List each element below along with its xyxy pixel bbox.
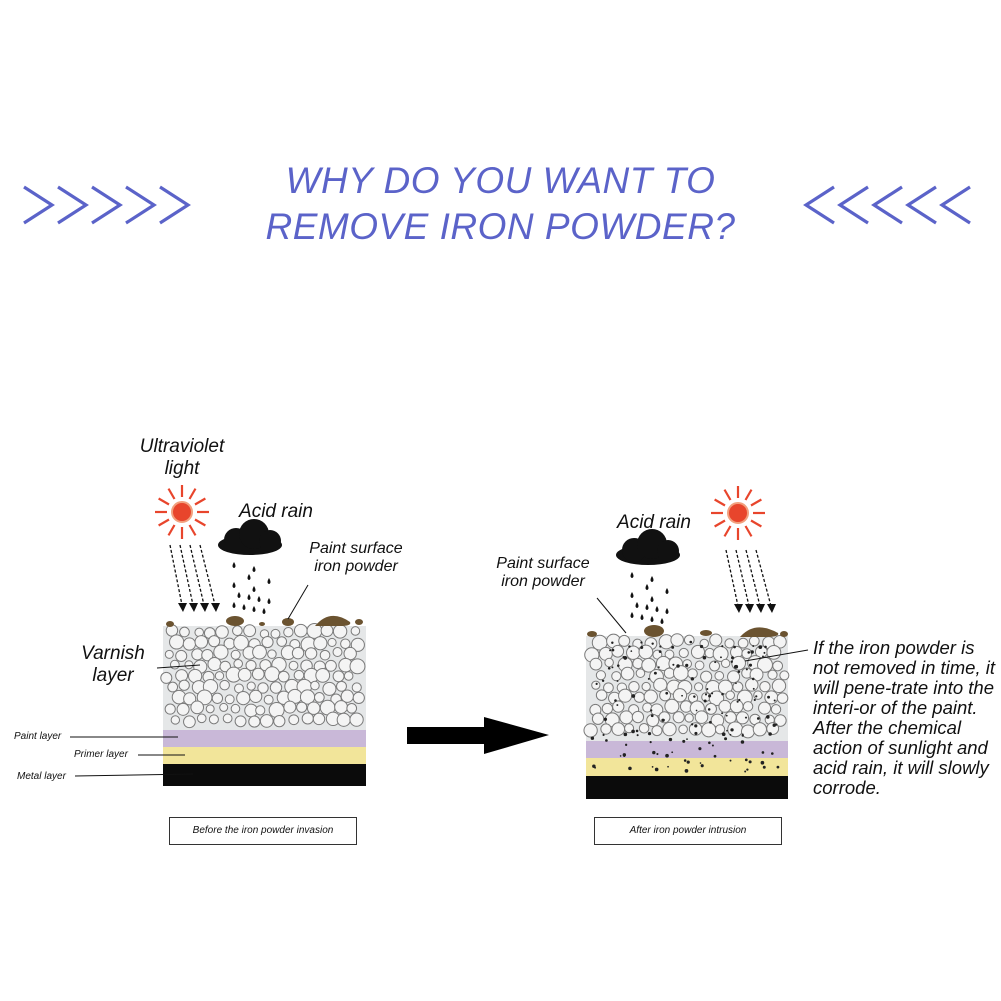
sun-icon [155,485,209,539]
varnish-bubbles [583,633,790,739]
chevrons-right-icon [23,185,191,225]
leader-lines [70,584,309,777]
leader-lines [596,597,809,662]
uv-label: Ultraviolet light [120,436,244,480]
metal-layer-label: Metal layer [17,771,66,782]
uv-arrows [725,549,772,607]
varnish-bubbles [160,622,366,729]
acid-rain-drops [630,572,669,624]
primer-layer [163,747,366,764]
acid-rain-label: Acid rain [617,512,691,533]
metal-layer [163,764,366,786]
varnish-label-line-1: Varnish [81,643,145,664]
uv-arrowheads [734,604,776,613]
cloud-icon [218,519,282,555]
iron-powder-intrusion [590,640,780,773]
page-title-line-2: REMOVE IRON POWDER? [265,206,736,247]
iron-powder-label-line-1: Paint surface [309,540,403,557]
iron-powder-label: Paint surface iron powder [483,555,603,592]
primer-layer-label: Primer layer [74,749,128,760]
iron-powder-label-line-2: iron powder [501,573,585,591]
uv-label-line-1: Ultraviolet [139,436,225,457]
metal-layer [586,776,788,799]
varnish-label: Varnish layer [68,643,158,687]
iron-powder-label-line-1: Paint surface [496,555,590,572]
page-title-line-1: WHY DO YOU WANT TO [285,160,716,201]
primer-layer [586,758,788,776]
uv-label-line-2: light [164,457,200,479]
iron-powder-label: Paint surface iron powder [296,540,416,577]
uv-arrowheads [178,603,220,612]
varnish-label-line-2: layer [92,664,134,686]
paint-layer [163,730,366,747]
acid-rain-drops [232,562,271,614]
sun-icon [711,486,765,540]
acid-rain-label: Acid rain [239,501,313,522]
after-caption: After iron powder intrusion [594,817,782,845]
iron-powder-particles [166,615,363,627]
paint-layer-label: Paint layer [14,731,62,742]
paint-layer [586,741,788,758]
iron-powder-particles [587,625,788,637]
explanation-text: If the iron powder is not removed in tim… [813,637,995,798]
cloud-icon [616,529,680,565]
chevrons-left-icon [803,185,971,225]
arrow-right-icon [407,717,549,754]
before-caption: Before the iron powder invasion [169,817,357,845]
uv-arrows [169,544,216,606]
iron-powder-label-line-2: iron powder [314,558,398,576]
